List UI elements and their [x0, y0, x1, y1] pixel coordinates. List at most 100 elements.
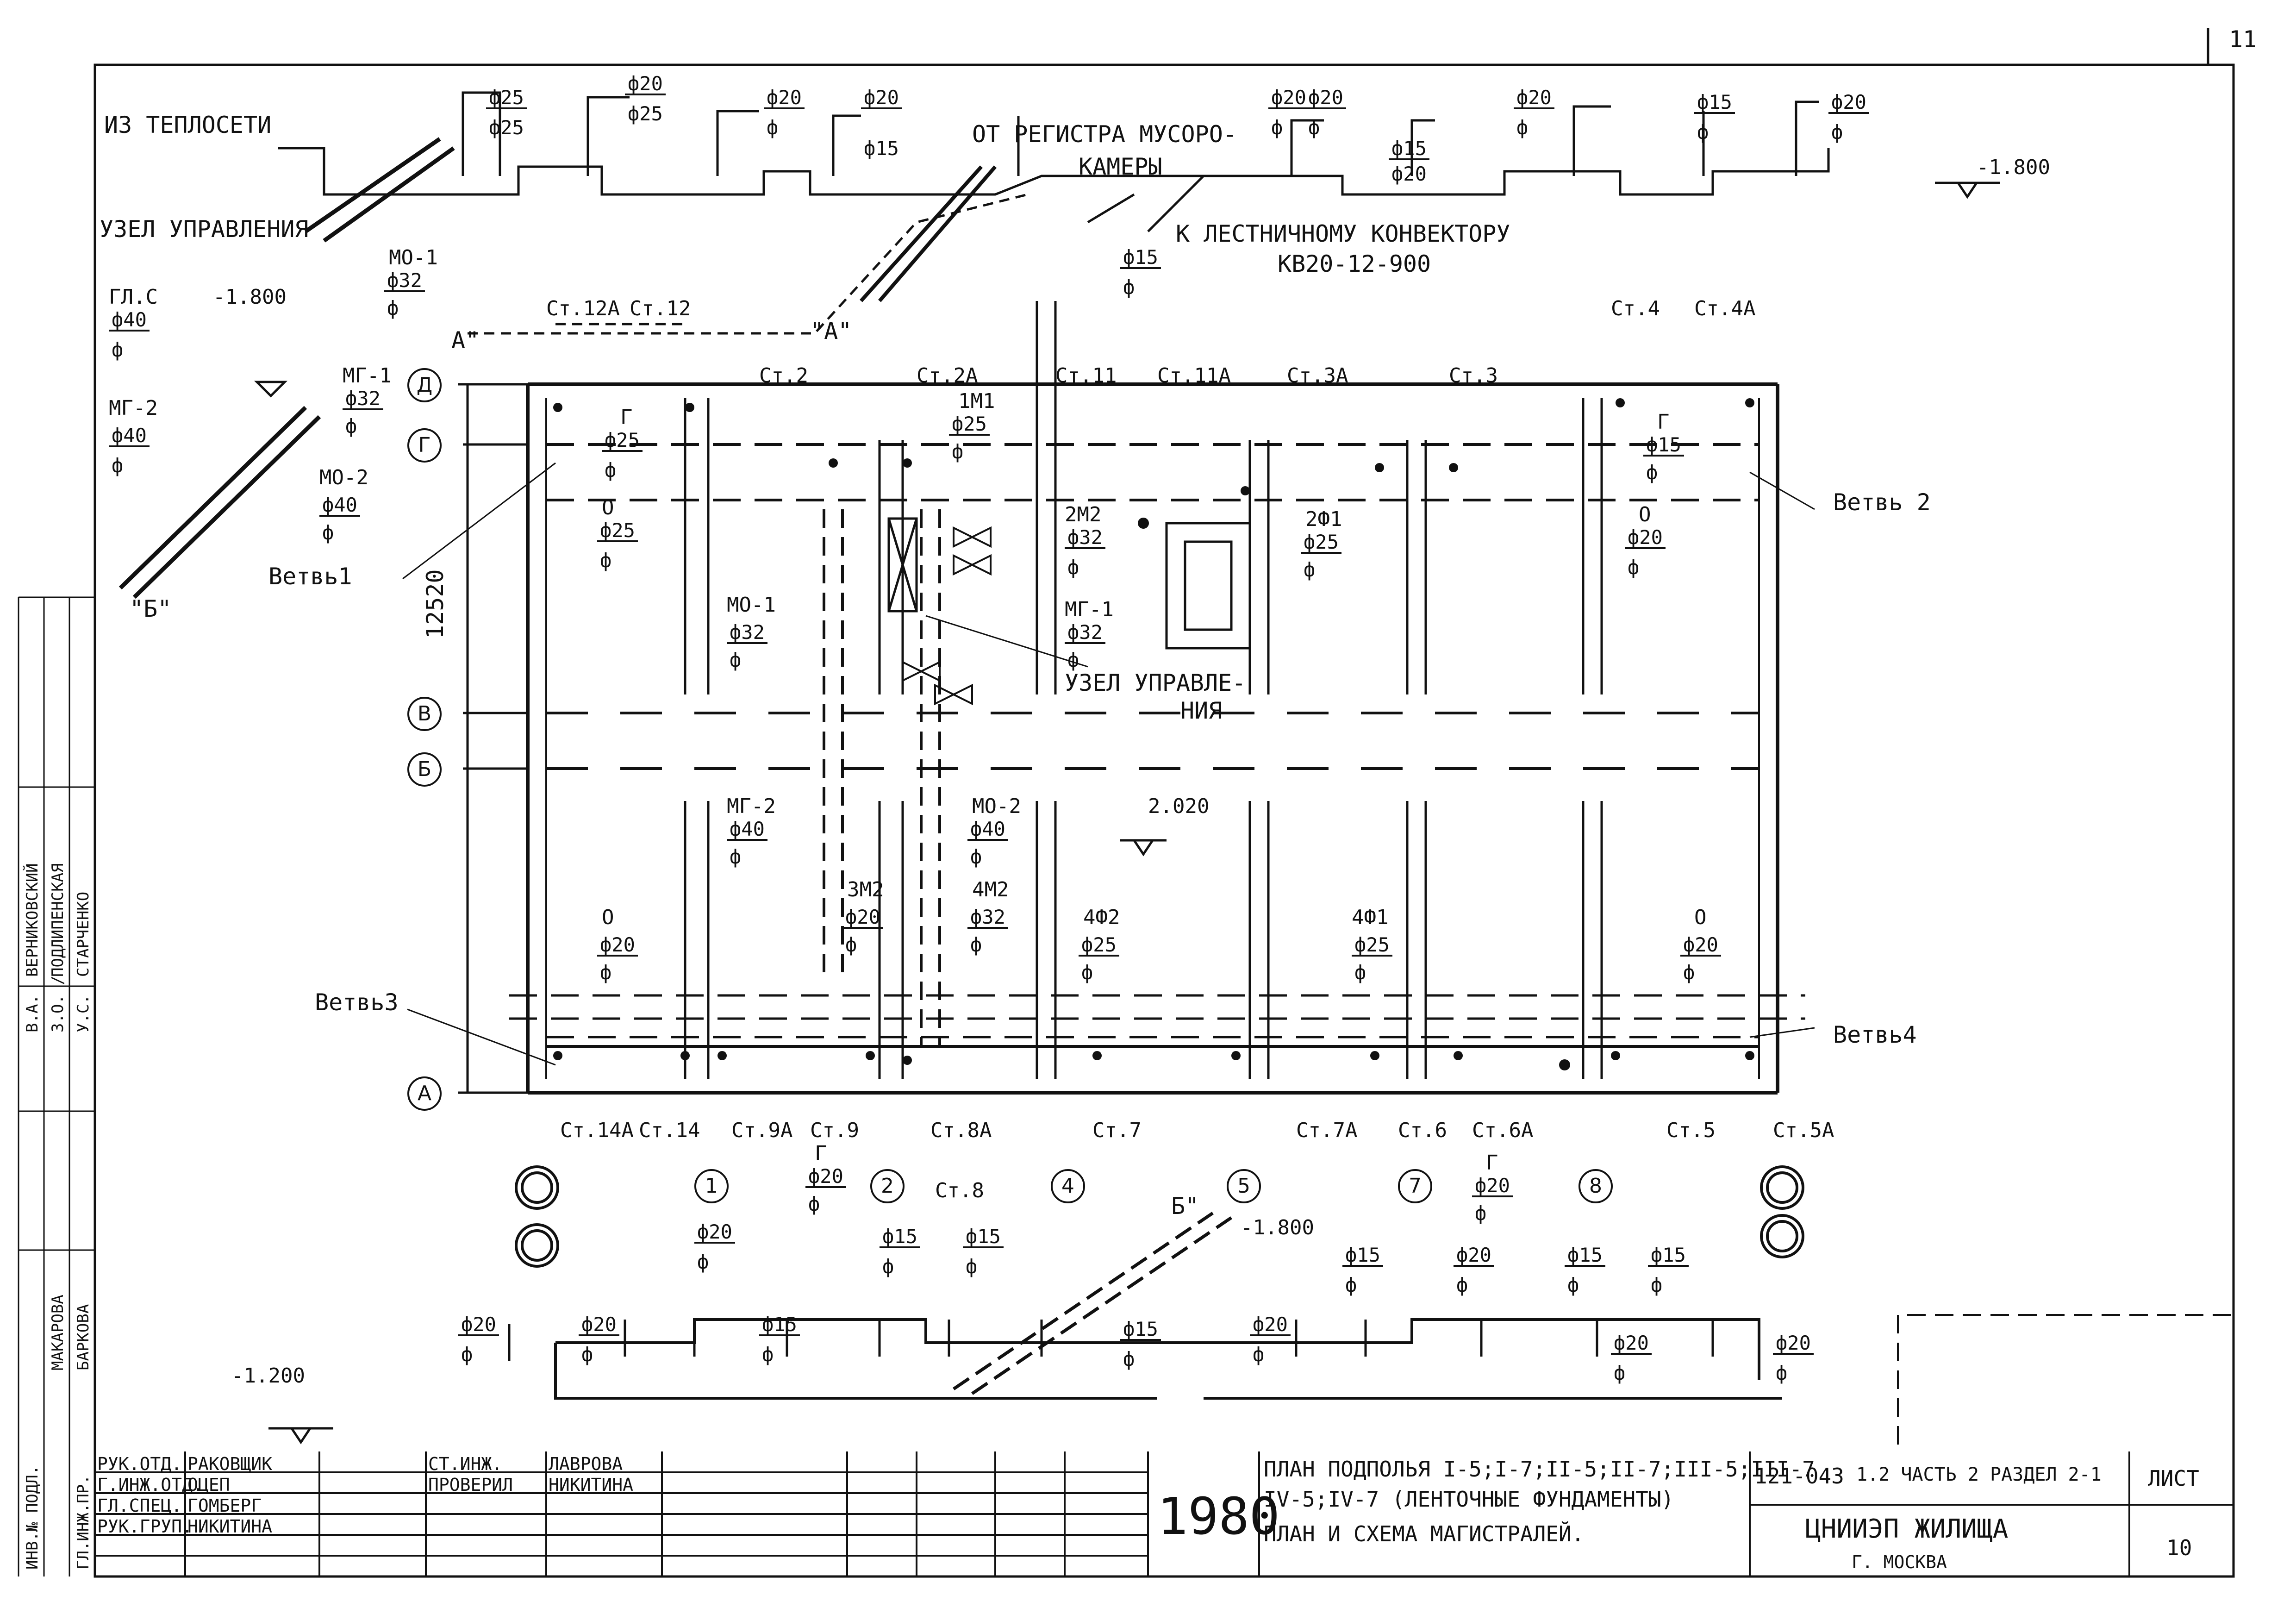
main-diameter: ф32: [1065, 623, 1105, 644]
return-diameter-sub: ф: [1776, 1362, 1788, 1384]
tb-name: ОЦЕП: [187, 1475, 230, 1495]
axis-col-5: 5: [1227, 1169, 1261, 1203]
axis-col-7: 7: [1398, 1169, 1432, 1203]
return-diameter: ф20: [1773, 1333, 1814, 1355]
axis-row-g: Г: [407, 428, 442, 463]
axis-col-8: 8: [1578, 1169, 1613, 1203]
tb-checker-role: СТ.ИНЖ.: [428, 1454, 503, 1474]
label-vetv4: Ветвь4: [1833, 1021, 1917, 1048]
return-diameter: ф15: [1565, 1245, 1605, 1267]
return-diameter-sub: ф: [581, 1343, 593, 1366]
stamp-row-label: ИНВ.№ ПОДЛ.: [23, 1465, 42, 1570]
riser-label: Ст.7: [1092, 1119, 1142, 1142]
riser-label: Ст.9: [810, 1119, 859, 1142]
pipe-diameter: ф20: [625, 74, 666, 95]
main-code: МГ-2: [727, 794, 776, 818]
return-diameter-sub: ф: [1253, 1343, 1265, 1366]
level-top-right: -1.800: [1977, 156, 2050, 179]
pipe-diameter-return: ф: [1697, 121, 1709, 144]
level-bottom-center: -1.800: [1241, 1216, 1314, 1239]
tb-title-line3: ПЛАН И СХЕМА МАГИСТРАЛЕЙ.: [1264, 1521, 1585, 1546]
main-diameter: ф20: [1680, 935, 1721, 957]
pipe-diameter: ф20: [1828, 93, 1869, 114]
label-konvektor-model: КВ20-12-900: [1278, 250, 1431, 277]
main-return: ф: [730, 649, 742, 671]
main-diameter: ф20: [1625, 528, 1666, 549]
level-center: 2.020: [1148, 794, 1210, 818]
label-uzel-upravle-2: НИЯ: [1180, 697, 1223, 724]
label-k-konvektoru: К ЛЕСТНИЧНОМУ КОНВЕКТОРУ: [1176, 220, 1510, 247]
main-code: 2Ф1: [1305, 507, 1342, 531]
stamp-name: СТАРЧЕНКО: [74, 891, 93, 977]
main-return: ф: [600, 549, 612, 572]
riser-label: Ст.14: [639, 1119, 700, 1142]
tb-sheet-label: ЛИСТ: [2148, 1466, 2199, 1491]
return-diameter-sub: ф: [882, 1255, 894, 1278]
label-vetv2: Ветвь 2: [1833, 489, 1931, 516]
tb-checker-name: ЛАВРОВА: [549, 1454, 623, 1474]
riser-label: Ст.11А: [1157, 364, 1231, 388]
main-return: ф: [112, 338, 124, 361]
pipe-diameter: ф20: [1514, 88, 1554, 109]
tb-checker-name: НИКИТИНА: [549, 1475, 634, 1495]
stamp-role: З.О. /: [49, 976, 67, 1032]
riser-label: Ст.8А: [930, 1119, 992, 1142]
riser-label: Ст.3: [1449, 364, 1498, 388]
tb-name: НИКИТИНА: [187, 1516, 273, 1537]
return-diameter-sub: ф: [1345, 1274, 1357, 1296]
tb-role: ГЛ.СПЕЦ.: [97, 1495, 182, 1516]
axis-col-1: 1: [694, 1169, 729, 1203]
riser-label: Ст.6: [1398, 1119, 1447, 1142]
axis-row-b: Б: [407, 752, 442, 787]
main-diameter: ф40: [967, 820, 1008, 841]
main-diameter: ф25: [1301, 532, 1341, 554]
axis-col-2: 2: [870, 1169, 905, 1203]
main-return: ф: [730, 845, 742, 868]
main-return: ф: [1646, 461, 1658, 484]
main-return: ф: [952, 440, 964, 463]
riser-label: Ст.12: [630, 297, 691, 320]
main-diameter: ф40: [319, 495, 360, 517]
dimension-12520: 12520: [422, 569, 449, 639]
riser-label: Ст.9А: [731, 1119, 793, 1142]
main-diameter: ф25: [949, 414, 990, 436]
pipe-diameter-return: ф: [1831, 121, 1843, 144]
main-code: 4Ф1: [1352, 906, 1389, 929]
pipe-diameter: ф20: [861, 88, 902, 109]
axis-row-a: А: [407, 1076, 442, 1111]
riser-label: Ст.14А: [560, 1119, 634, 1142]
main-return: ф: [970, 845, 982, 868]
main-return: ф: [1354, 961, 1366, 984]
return-diameter: ф15: [1120, 1320, 1161, 1341]
main-diameter: ф40: [727, 820, 767, 841]
main-return: ф: [605, 459, 617, 482]
riser-label: Ст.7А: [1296, 1119, 1358, 1142]
riser-label: Ст.4: [1611, 297, 1660, 320]
main-code: Г: [1657, 410, 1670, 434]
main-diameter: ф32: [727, 623, 767, 644]
tb-title-line1: ПЛАН ПОДПОЛЬЯ I-5;I-7;II-5;II-7;III-5;II…: [1264, 1457, 1815, 1482]
tb-name: ГОМБЕРГ: [187, 1495, 262, 1516]
return-diameter: ф15: [1648, 1245, 1689, 1267]
main-return: ф: [1304, 558, 1316, 581]
stamp-name: БАРКОВА: [74, 1304, 93, 1370]
label-ot-registra: ОТ РЕГИСТРА МУСОРО-: [972, 121, 1237, 148]
axis-col-4: 4: [1051, 1169, 1085, 1203]
stamp-role: У.С.: [74, 995, 93, 1032]
riser-label: Ст.12А: [546, 297, 620, 320]
main-return: ф: [1081, 961, 1093, 984]
mark-b-1: "Б": [130, 595, 172, 622]
return-diameter: ф20: [1611, 1333, 1652, 1355]
return-diameter: ф20: [458, 1315, 499, 1336]
axis-row-d: Д: [407, 368, 442, 402]
main-return: ф: [808, 1193, 820, 1215]
main-return: ф: [970, 933, 982, 956]
return-diameter-sub: ф: [461, 1343, 473, 1366]
main-diameter: ф20: [597, 935, 638, 957]
return-diameter: ф15: [759, 1315, 800, 1336]
main-code: Г: [620, 406, 633, 429]
main-code: МО-1: [389, 246, 438, 269]
stamp-role: В.А.: [23, 995, 42, 1032]
